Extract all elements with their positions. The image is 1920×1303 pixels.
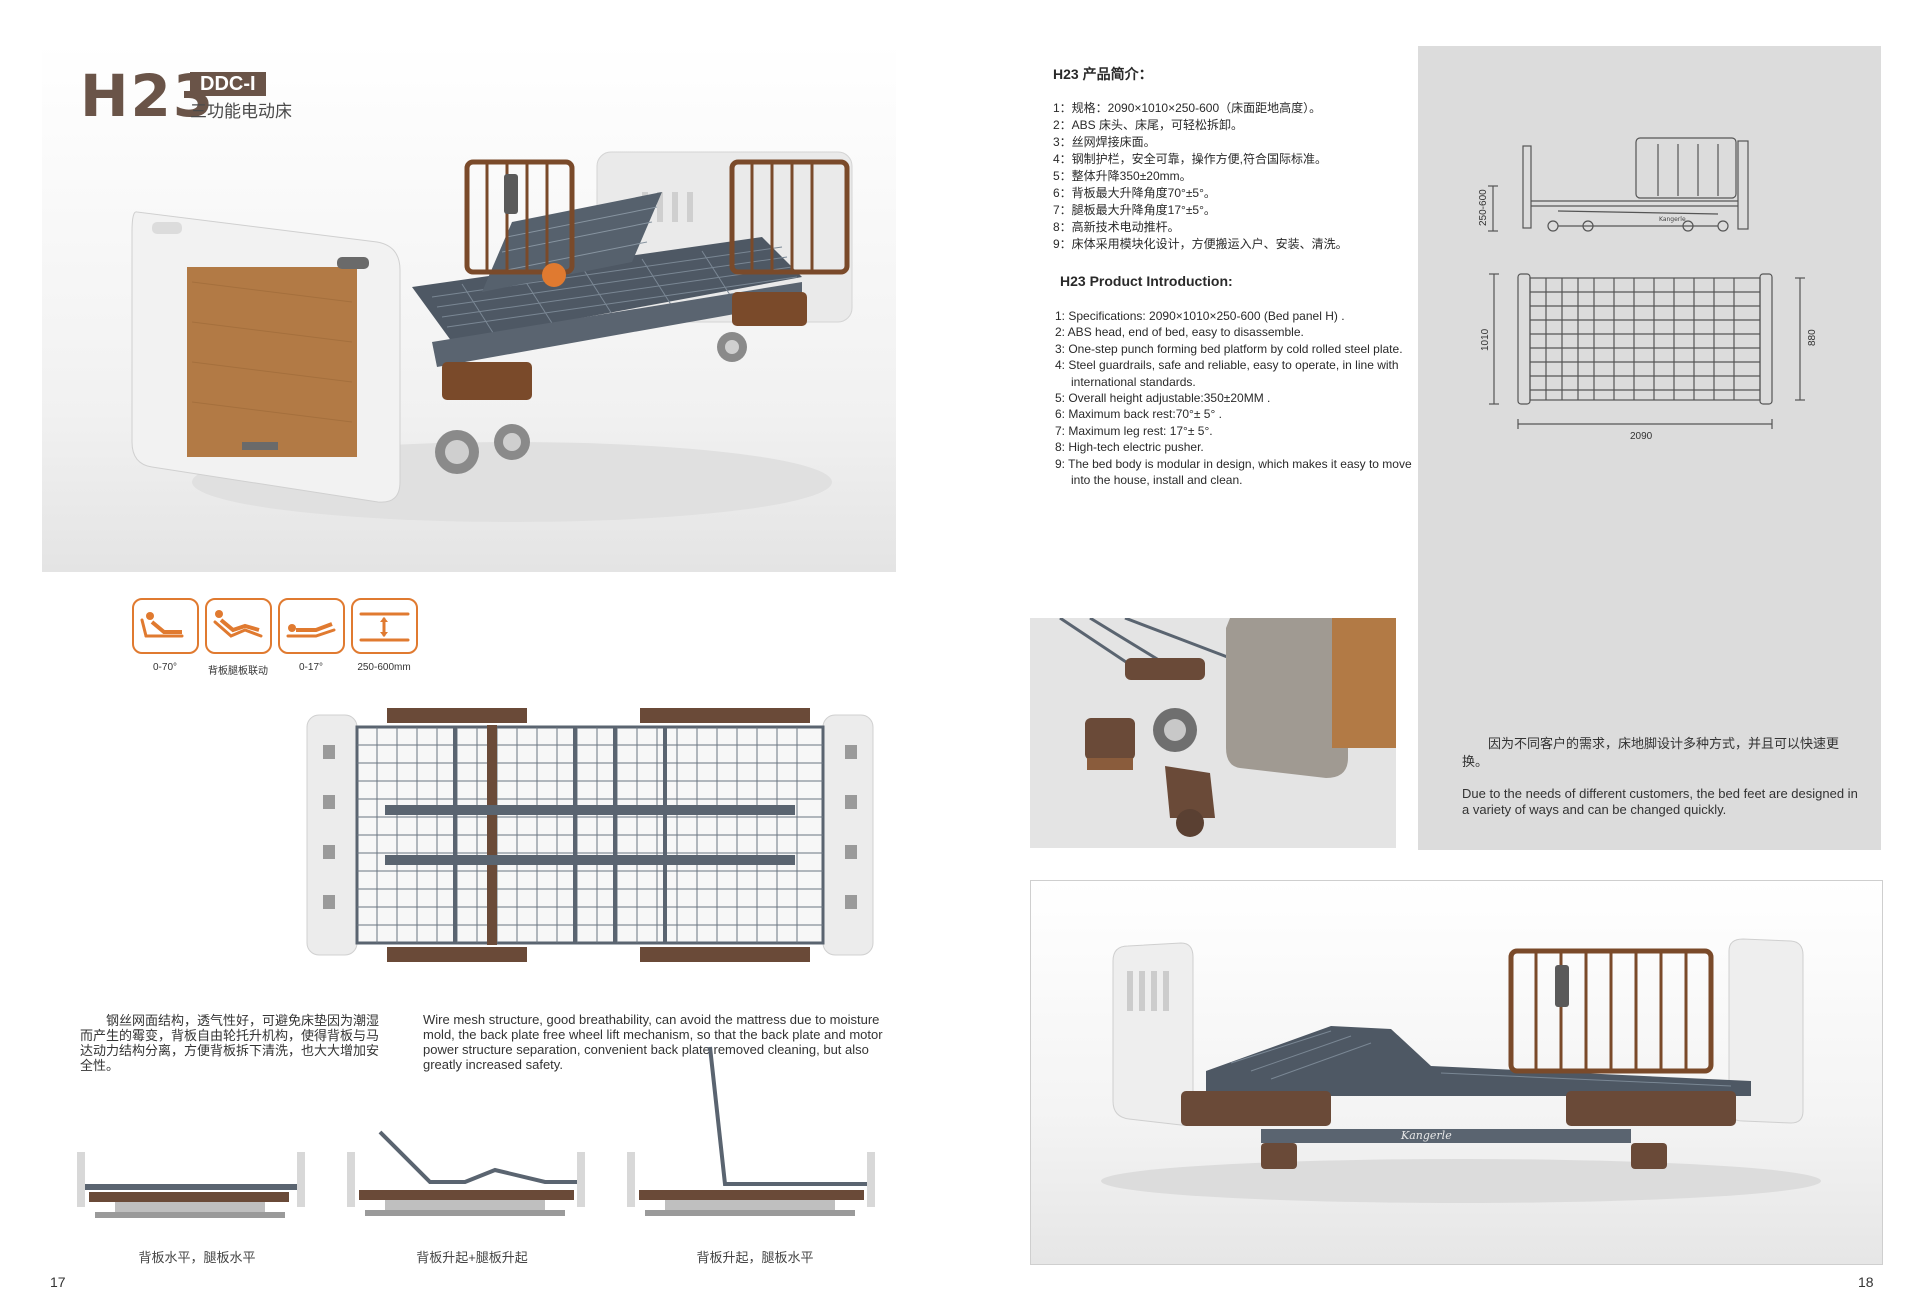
function-label: 250-600mm — [357, 662, 411, 673]
backrest-angle-icon — [132, 598, 199, 654]
position-back-leg-raised-illustration — [347, 1130, 585, 1216]
intro-cn-title: H23 产品简介： — [1053, 66, 1153, 82]
feet-description-en: Due to the needs of different customers,… — [1462, 786, 1858, 817]
intro-en-item: 1: Specifications: 2090×1010×250-600 (Be… — [1055, 309, 1345, 323]
function-label: 0-70° — [152, 662, 177, 673]
function-label: 背板腿板联动 — [208, 666, 268, 677]
intro-cn-item: 2：ABS 床头、床尾，可轻松拆卸。 — [1053, 118, 1244, 132]
structure-description-en: Wire mesh structure, good breathability,… — [423, 1012, 883, 1072]
brand-mark: Kangerle — [1400, 1129, 1452, 1142]
height-adjust-icon — [351, 598, 418, 654]
intro-cn-item: 4：钢制护栏，安全可靠，操作方便,符合国际标准。 — [1053, 152, 1328, 166]
intro-cn-item: 5：整体升降350±20mm。 — [1053, 169, 1192, 183]
feet-description-cn: 因为不同客户的需求，床地脚设计多种方式，并且可以快速更换。 — [1462, 736, 1840, 769]
intro-en-item: 6: Maximum back rest:70°± 5° . — [1055, 407, 1222, 422]
position-back-raised-illustration — [627, 1046, 875, 1216]
dimension-length: 2090 — [1630, 431, 1653, 442]
technical-drawing: Kangerle 250-600 1010 880 2090 — [1478, 137, 1818, 442]
dimension-height: 250-600 — [1478, 189, 1489, 226]
intro-cn-item: 6：背板最大升降角度70°±5°。 — [1053, 186, 1216, 200]
intro-cn-item: 7：腿板最大升降角度17°±5°。 — [1053, 203, 1216, 217]
bed-feet-photo — [1030, 618, 1396, 848]
intro-en-item: 3: One-step punch forming bed platform b… — [1055, 341, 1403, 356]
model-code-badge: DDC-I — [190, 72, 266, 96]
brand-mark-drawing: Kangerle — [1659, 216, 1686, 223]
intro-cn-list: 1：规格：2090×1010×250-600（床面距地高度）。 2：ABS 床头… — [1053, 100, 1348, 253]
intro-en-item: 8: High-tech electric pusher. — [1055, 440, 1204, 455]
position-caption: 背板升起，腿板水平 — [696, 1250, 814, 1265]
position-caption: 背板升起+腿板升起 — [416, 1250, 528, 1265]
intro-en-item: 4: Steel guardrails, safe and reliable, … — [1055, 358, 1399, 389]
intro-en-item: 7: Maximum leg rest: 17°± 5°. — [1055, 423, 1213, 438]
page-number-left: 17 — [50, 1274, 66, 1290]
intro-cn-item: 8：高新技术电动推杆。 — [1053, 220, 1180, 234]
legrest-angle-icon — [278, 598, 345, 654]
intro-cn-item: 1：规格：2090×1010×250-600（床面距地高度）。 — [1053, 101, 1322, 115]
bed-top-view-illustration — [305, 705, 875, 965]
dimension-width: 1010 — [1480, 328, 1491, 351]
intro-en-title: H23 Product Introduction: — [1060, 273, 1233, 289]
bed-side-photo: Kangerle — [1030, 880, 1883, 1265]
product-subtitle: 三功能电动床 — [190, 102, 292, 121]
function-label: 0-17° — [298, 662, 323, 673]
bed-angled-illustration — [131, 151, 853, 522]
intro-en-item: 2: ABS head, end of bed, easy to disasse… — [1055, 325, 1304, 340]
position-caption: 背板水平，腿板水平 — [138, 1250, 256, 1265]
intro-en-item: 5: Overall height adjustable:350±20MM . — [1055, 391, 1271, 406]
main-bed-photo — [42, 42, 896, 572]
dimension-inner-width: 880 — [1807, 329, 1818, 346]
technical-drawing-panel: Kangerle 250-600 1010 880 2090 — [1418, 46, 1881, 850]
intro-cn-item: 9：床体采用模块化设计，方便搬运入户、安装、清洗。 — [1053, 237, 1348, 251]
page-number-right: 18 — [1858, 1274, 1874, 1290]
position-flat-illustration — [77, 1152, 305, 1218]
structure-description-cn: 钢丝网面结构，透气性好，可避免床垫因为潮湿而产生的霉变，背板自由轮托升机构，使得… — [80, 1013, 380, 1073]
back-leg-linkage-icon — [205, 598, 272, 654]
intro-en-item: 9: The bed body is modular in design, wh… — [1055, 456, 1412, 488]
intro-en-list: 1: Specifications: 2090×1010×250-600 (Be… — [1055, 308, 1415, 488]
intro-cn-item: 3：丝网焊接床面。 — [1053, 135, 1156, 149]
